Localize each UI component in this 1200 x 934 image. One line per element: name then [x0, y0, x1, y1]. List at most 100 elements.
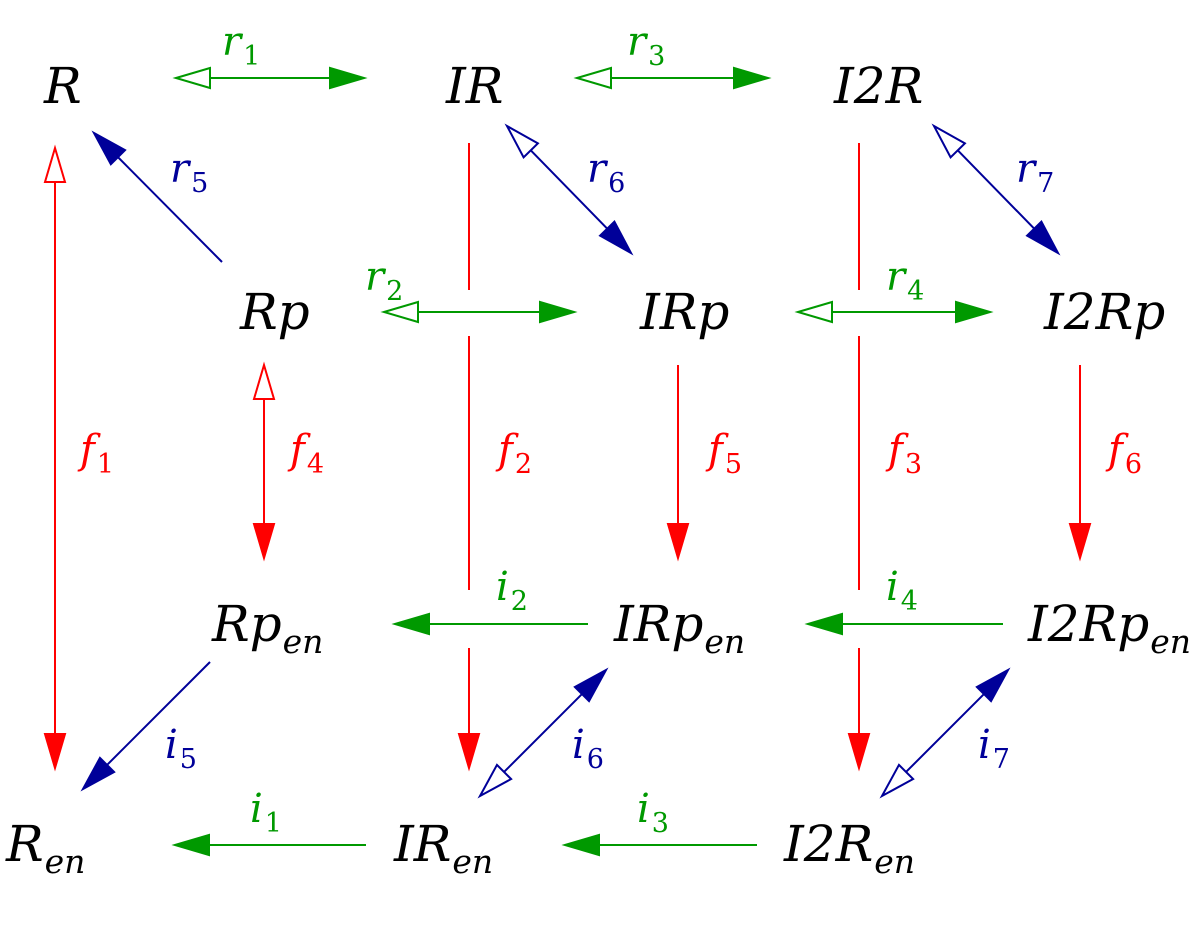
node-rp: Rp: [239, 283, 310, 341]
edge-r7: r7: [931, 123, 1061, 256]
node-label-base: Rp: [239, 283, 310, 341]
edge-label-subscript: 7: [993, 744, 1010, 775]
edge-label-base: i: [637, 786, 650, 832]
arrowhead-forward-i3: [561, 833, 600, 857]
arrowhead-forward-f2: [457, 733, 481, 772]
edge-f2: f2: [457, 143, 532, 772]
arrowhead-forward-r7: [1025, 220, 1061, 256]
edge-i4: i4: [804, 564, 1003, 636]
arrowhead-forward-f5: [666, 523, 690, 562]
edge-label-r2: r2: [365, 254, 403, 307]
edge-label-base: r: [886, 254, 908, 300]
edge-line-r6: [530, 149, 608, 230]
arrowhead-forward-f1: [43, 733, 67, 772]
edge-label-f3: f3: [885, 427, 922, 480]
arrowhead-forward-i1: [171, 833, 210, 857]
edge-label-subscript: 2: [511, 586, 528, 617]
arrowhead-reverse-r3: [573, 66, 612, 90]
edge-label-r1: r1: [222, 19, 260, 72]
arrowhead-forward-r5: [91, 130, 127, 166]
edge-label-subscript: 1: [265, 808, 282, 839]
edge-label-i5: i5: [165, 722, 197, 775]
node-ir: IR: [445, 57, 503, 115]
edge-label-f1: f1: [77, 427, 114, 480]
edge-r5: r5: [91, 130, 223, 263]
arrowhead-reverse-i6: [477, 763, 513, 799]
node-label-subscript: en: [45, 842, 86, 881]
node-label-subscript: en: [704, 622, 745, 661]
node-label-base: I2Rp: [1027, 595, 1149, 653]
edge-label-base: i: [886, 564, 899, 610]
edge-label-subscript: 1: [243, 41, 260, 72]
node-label-subscript: en: [452, 842, 493, 881]
node-i2r: I2R: [833, 57, 923, 115]
edge-label-base: r: [1016, 146, 1038, 192]
edge-line-i5: [106, 661, 211, 766]
node-ir-en: IRen: [393, 815, 493, 881]
arrowhead-reverse-r6: [504, 123, 540, 159]
edge-label-base: i: [496, 564, 509, 610]
arrowhead-forward-i6: [573, 667, 609, 703]
edge-label-base: i: [165, 722, 178, 768]
node-irp: IRp: [639, 283, 729, 341]
edge-label-r4: r4: [886, 254, 924, 307]
edge-label-i7: i7: [978, 722, 1010, 775]
edge-label-f4: f4: [287, 427, 324, 480]
node-i2rp: I2Rp: [1043, 283, 1165, 341]
node-label-subscript: en: [283, 622, 324, 661]
arrowhead-forward-i4: [804, 612, 843, 636]
arrowhead-forward-r3: [733, 66, 772, 90]
edge-r3: r3: [573, 19, 772, 90]
edge-label-r7: r7: [1016, 146, 1054, 199]
node-label-base: I2R: [783, 815, 873, 873]
node-label-base: Rp: [211, 595, 282, 653]
arrowhead-reverse-r7: [931, 123, 967, 159]
arrowhead-reverse-r2: [380, 300, 419, 324]
edge-label-subscript: 1: [97, 449, 114, 480]
edge-label-subscript: 7: [1037, 168, 1054, 199]
edge-label-subscript: 3: [652, 808, 669, 839]
node-label-base: R: [5, 815, 44, 873]
edge-line-r5: [117, 156, 223, 263]
node-label-subscript: en: [874, 842, 915, 881]
edge-r4: r4: [794, 254, 994, 324]
node-rp-en: Rpen: [211, 595, 323, 661]
arrowhead-reverse-r4: [794, 300, 833, 324]
node-label-base: I2Rp: [1043, 283, 1165, 341]
edge-label-subscript: 5: [180, 744, 197, 775]
edge-label-subscript: 4: [901, 586, 918, 617]
node-i2rp-en: I2Rpen: [1027, 595, 1191, 661]
edge-label-base: i: [572, 722, 585, 768]
node-label-base: I2R: [833, 57, 923, 115]
edge-label-base: i: [250, 786, 263, 832]
edge-label-base: r: [222, 19, 244, 65]
edge-label-subscript: 6: [587, 744, 604, 775]
edge-label-r6: r6: [587, 146, 625, 199]
edge-label-subscript: 3: [648, 41, 665, 72]
edge-label-f6: f6: [1105, 427, 1142, 480]
edge-i2: i2: [391, 564, 588, 636]
node-r: R: [43, 57, 82, 115]
arrowhead-forward-r6: [598, 220, 634, 256]
node-i2r-en: I2Ren: [783, 815, 915, 881]
arrowhead-forward-r2: [539, 300, 578, 324]
edge-f6: f6: [1068, 365, 1142, 562]
edge-i1: i1: [171, 786, 366, 857]
edge-label-subscript: 6: [1125, 449, 1142, 480]
edge-f1: f1: [43, 144, 114, 772]
node-label-base: IRp: [639, 283, 729, 341]
edge-label-subscript: 6: [608, 168, 625, 199]
node-label-base: IR: [445, 57, 503, 115]
edge-label-i4: i4: [886, 564, 918, 617]
edge-label-i6: i6: [572, 722, 604, 775]
edge-line-r7: [957, 149, 1035, 230]
edge-label-subscript: 5: [191, 168, 208, 199]
edge-label-i2: i2: [496, 564, 528, 617]
arrowhead-forward-f6: [1068, 523, 1092, 562]
node-irp-en: IRpen: [613, 595, 745, 661]
edge-f5: f5: [666, 365, 742, 562]
edge-f4: f4: [252, 361, 324, 562]
